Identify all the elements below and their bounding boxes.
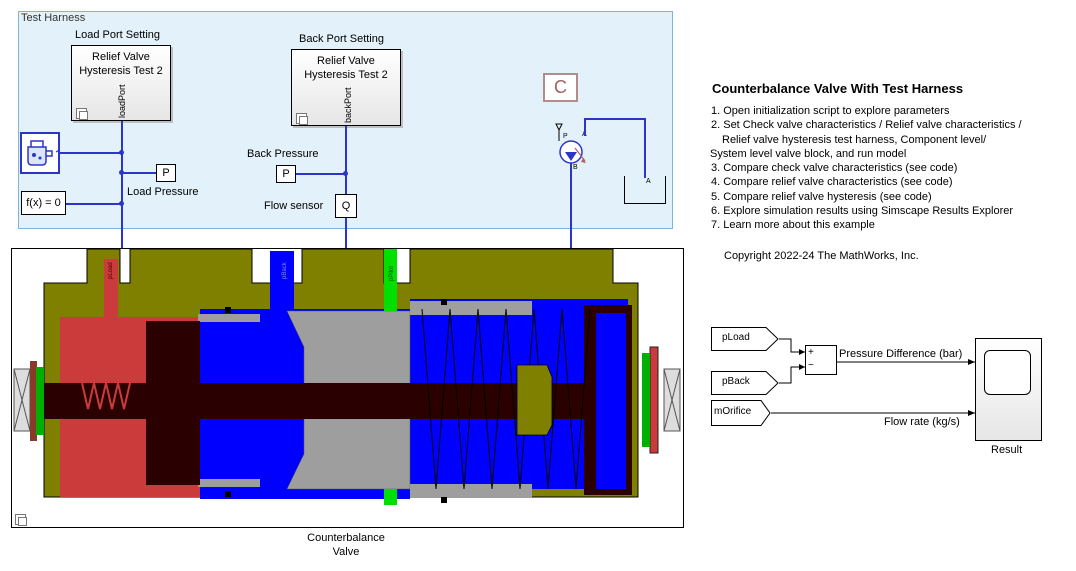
pressure-difference-label: Pressure Difference (bar) <box>839 348 963 360</box>
valve-label-line2: Valve <box>332 546 360 558</box>
valve-port-pload: pLoad <box>108 262 114 279</box>
instruction-1[interactable]: 1. Open initialization script to explore… <box>711 105 950 117</box>
pump-icon <box>555 123 586 164</box>
valve-cross-section: pLoad pBack pPilot <box>13 248 681 505</box>
load-block-line2: Hysteresis Test 2 <box>79 65 163 77</box>
load-sensor-wire <box>122 172 156 174</box>
back-block-line2: Hysteresis Test 2 <box>304 69 388 81</box>
fluid-properties-icon <box>27 140 63 166</box>
model-title: Counterbalance Valve With Test Harness <box>712 81 964 96</box>
from-pload-label: pLoad <box>722 332 750 343</box>
sum-plus-sign: + <box>808 347 814 358</box>
sum-block[interactable]: + − <box>805 345 837 375</box>
flow-rate-label: Flow rate (kg/s) <box>884 416 960 428</box>
valve-label: Counterbalance Valve <box>296 531 396 559</box>
from-tag-shape <box>711 400 771 426</box>
instruction-7[interactable]: 7. Learn more about this example <box>711 219 875 232</box>
result-scope-label: Result <box>991 444 1023 456</box>
flow-sensor-block[interactable]: Q <box>335 194 357 218</box>
pilot-wire <box>570 163 572 248</box>
pump-out-wire <box>584 118 586 136</box>
solver-configuration-block[interactable]: f(x) = 0 <box>21 191 66 215</box>
pump-port-p: P <box>563 133 568 140</box>
result-scope-block[interactable] <box>975 338 1042 441</box>
back-port-setting-block[interactable]: Relief Valve Hysteresis Test 2 backPort <box>291 49 401 126</box>
fluid-wire <box>60 152 122 154</box>
from-tag-shape <box>711 371 779 395</box>
pump-top-wire <box>584 118 646 120</box>
solver-wire <box>66 203 122 205</box>
from-pback-block[interactable]: pBack <box>711 371 779 395</box>
load-pressure-label: Load Pressure <box>127 186 199 198</box>
from-tag-shape <box>711 327 779 351</box>
valve-port-ppilot: pPilot <box>389 266 395 281</box>
copyright: Copyright 2022-24 The MathWorks, Inc. <box>724 250 919 262</box>
test-harness-title: Test Harness <box>21 12 86 24</box>
instruction-4[interactable]: 4. Compare relief valve characteristics … <box>711 176 953 189</box>
instruction-2-cont[interactable]: Relief valve hysteresis test harness, Co… <box>722 133 987 146</box>
load-block-line1: Relief Valve <box>92 51 150 63</box>
junction-dot <box>343 171 348 176</box>
junction-dot <box>119 150 124 155</box>
pump-port-b: B <box>573 164 578 171</box>
instructions-list: 1. Open initialization script to explore… <box>710 104 1070 233</box>
from-morifice-block[interactable]: mOrifice <box>711 400 771 426</box>
library-link-icon <box>76 108 88 120</box>
from-morifice-label: mOrifice <box>714 406 752 417</box>
back-pressure-label: Back Pressure <box>247 148 319 160</box>
flow-sensor-label: Flow sensor <box>264 200 324 212</box>
back-block-line1: Relief Valve <box>317 55 375 67</box>
library-link-icon <box>296 113 308 125</box>
junction-dot <box>119 170 124 175</box>
back-sensor-wire <box>296 173 346 175</box>
valve-port-pback: pBack <box>282 261 288 279</box>
fluid-properties-block[interactable] <box>20 132 63 174</box>
tank-port-a: A <box>646 178 651 185</box>
library-link-icon <box>15 514 27 526</box>
junction-dot <box>119 201 124 206</box>
from-pback-label: pBack <box>722 376 750 387</box>
instruction-3[interactable]: 3. Compare check valve characteristics (… <box>711 162 958 175</box>
tank-block[interactable] <box>624 176 666 204</box>
load-pressure-sensor-block[interactable]: P <box>156 164 176 182</box>
reference-block[interactable]: C <box>543 73 578 102</box>
scope-screen-icon <box>984 350 1031 395</box>
instruction-6[interactable]: 6. Explore simulation results using Sims… <box>711 205 1014 218</box>
load-port-setting-label: Load Port Setting <box>75 29 161 41</box>
sum-minus-sign: − <box>808 360 814 371</box>
instruction-5[interactable]: 5. Compare relief valve hysteresis (see … <box>711 190 932 203</box>
counterbalance-valve-block[interactable]: pLoad pBack pPilot <box>11 248 684 528</box>
load-port-setting-block[interactable]: Relief Valve Hysteresis Test 2 loadPort <box>71 45 171 121</box>
back-port-wire <box>345 126 347 194</box>
back-port-setting-label: Back Port Setting <box>299 33 384 45</box>
valve-label-line1: Counterbalance <box>307 532 385 544</box>
back-pressure-sensor-block[interactable]: P <box>276 165 296 183</box>
instruction-2[interactable]: 2. Set Check valve characteristics / Rel… <box>711 119 1022 132</box>
from-pload-block[interactable]: pLoad <box>711 327 779 351</box>
tank-wire <box>644 118 646 178</box>
load-port-wire <box>121 121 123 248</box>
flow-source-block[interactable] <box>548 118 594 174</box>
instruction-2-cont2[interactable]: System level valve block, and run model <box>710 147 907 160</box>
flow-sensor-wire <box>345 218 347 248</box>
